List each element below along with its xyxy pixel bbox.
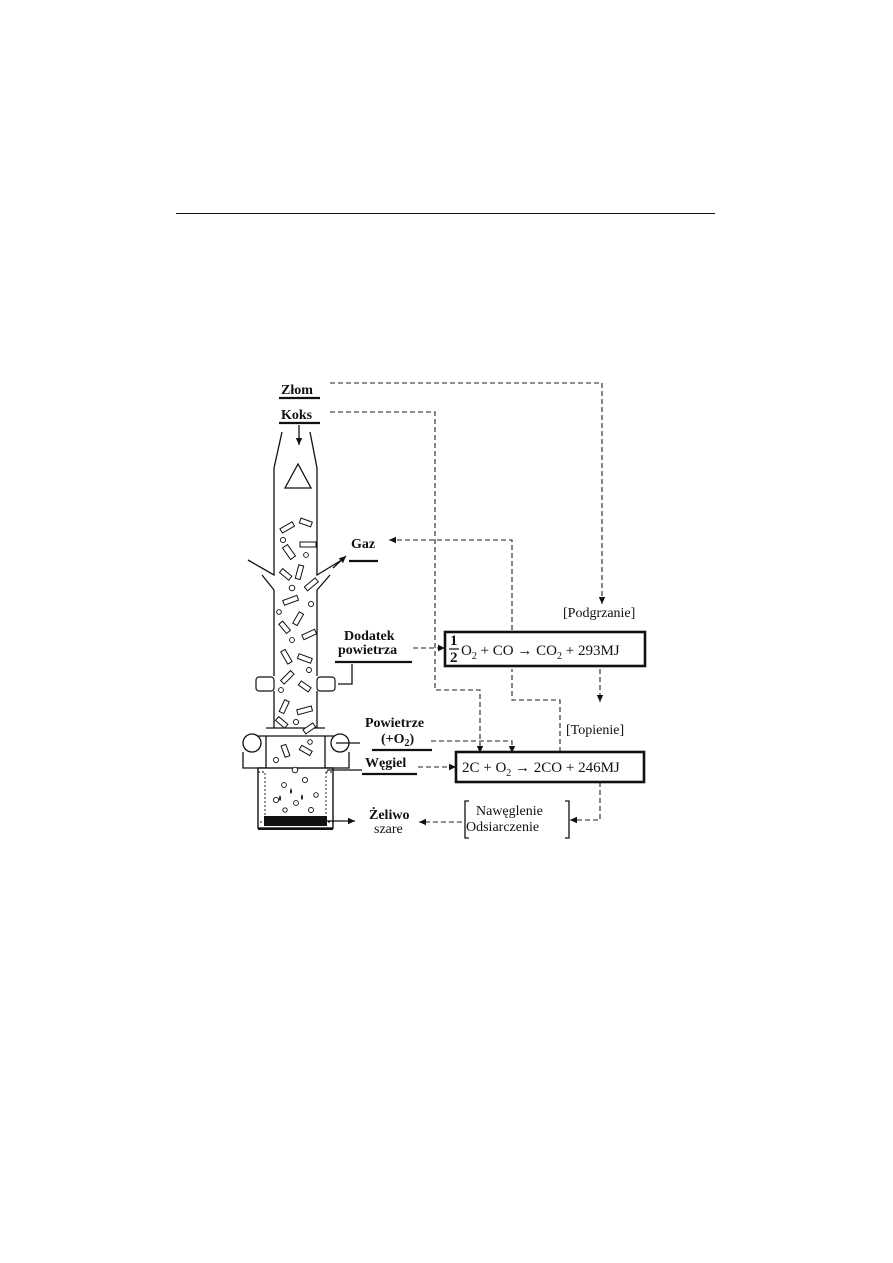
coke-pieces bbox=[272, 536, 319, 813]
shaft-left-wall bbox=[247, 468, 275, 676]
label-wegiel: Węgiel bbox=[365, 756, 406, 771]
charge-pieces bbox=[274, 517, 319, 758]
melt-to-treatment-flow bbox=[570, 782, 601, 824]
secondary-tuyere-right bbox=[316, 676, 336, 692]
eq1-fraction-denominator: 2 bbox=[450, 650, 458, 666]
secondary-tuyere-left bbox=[255, 676, 275, 692]
eq2-text: 2C + O2 → 2CO + 246MJ bbox=[462, 760, 620, 779]
equation-box-melting: 2C + O2 → 2CO + 246MJ bbox=[454, 750, 646, 784]
label-koks: Koks bbox=[281, 408, 313, 423]
primary-tuyere-left bbox=[242, 733, 262, 753]
cupola-furnace bbox=[242, 431, 350, 830]
label-powietrze-line2: (+O2) bbox=[381, 732, 415, 749]
coke-flow-line bbox=[330, 411, 484, 753]
eq1-text: O2 + CO → CO2 + 293MJ bbox=[461, 643, 620, 662]
shaft-lower-walls bbox=[273, 691, 318, 728]
iron-droplets bbox=[279, 788, 303, 801]
eq1-fraction-numerator: 1 bbox=[450, 633, 458, 649]
equation-box-preheat: 1 2 O2 + CO → CO2 + 293MJ bbox=[443, 630, 647, 668]
bosh-ring bbox=[246, 727, 346, 737]
charging-bell bbox=[283, 462, 313, 489]
label-zeliwo-line1: Żeliwo bbox=[369, 806, 409, 823]
label-odsiarczenie: Odsiarczenie bbox=[466, 820, 539, 835]
air-addition-line bbox=[338, 664, 353, 685]
melt-gas-flow bbox=[511, 669, 561, 752]
label-dodatek-line1: Dodatek bbox=[344, 629, 395, 644]
gas-out-arrow bbox=[332, 555, 347, 569]
label-naweglenie: Nawęglenie bbox=[476, 804, 543, 819]
hopper-left-wall bbox=[273, 431, 283, 469]
label-gaz: Gaz bbox=[351, 537, 375, 552]
scrap-flow-line bbox=[330, 382, 606, 604]
label-dodatek-line2: powietrza bbox=[338, 643, 397, 658]
label-topienie: [Topienie] bbox=[566, 723, 624, 738]
header-rule bbox=[176, 213, 715, 214]
molten-iron bbox=[264, 816, 327, 826]
gas-flow-line bbox=[389, 536, 513, 638]
label-zeliwo-line2: szare bbox=[374, 822, 403, 837]
blast-air-flow bbox=[431, 740, 516, 753]
label-powietrze-line1: Powietrze bbox=[365, 716, 424, 731]
label-podgrzanie: [Podgrzanie] bbox=[563, 606, 635, 621]
gas-offtake bbox=[261, 574, 331, 591]
tuyere-belt bbox=[242, 752, 350, 769]
treatment-bracket: Nawęglenie Odsiarczenie bbox=[464, 800, 570, 839]
shaft-right-wall bbox=[316, 468, 346, 676]
label-zlom: Złom bbox=[281, 383, 313, 398]
hopper-right-wall bbox=[309, 431, 318, 469]
well-upper-walls bbox=[265, 736, 326, 768]
